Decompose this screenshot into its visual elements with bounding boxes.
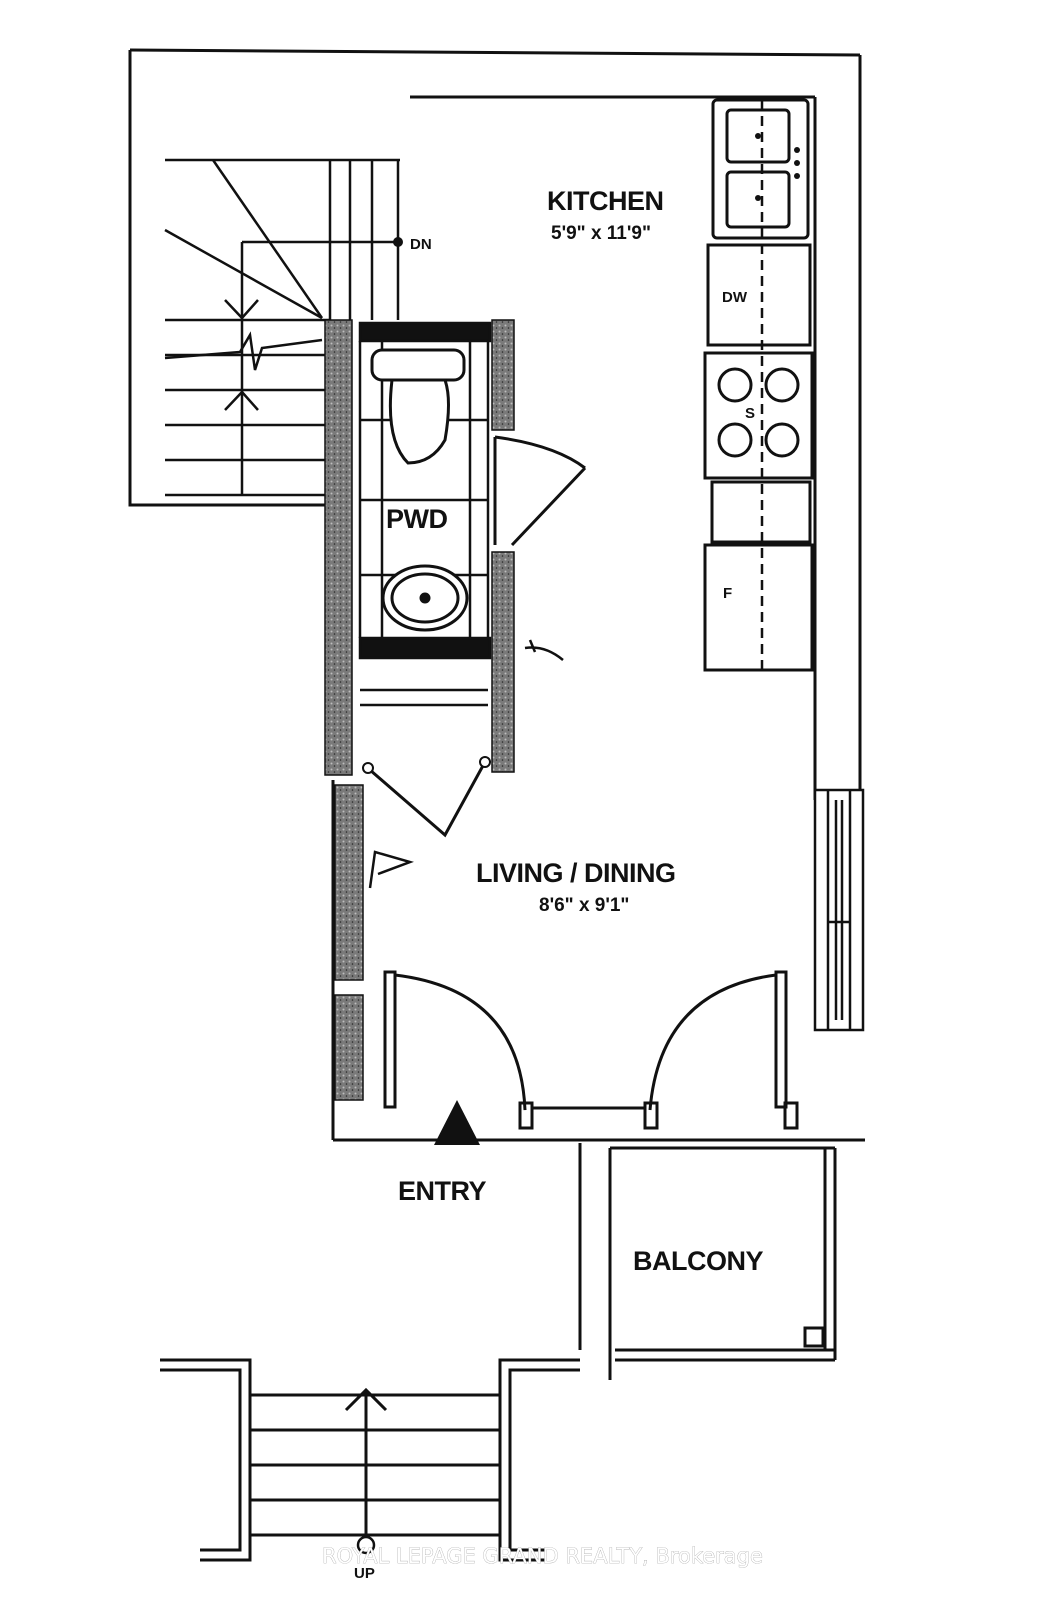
closet-pivot-left xyxy=(362,762,374,774)
stair-dn-marker xyxy=(393,237,403,247)
watermark: ROYAL LEPAGE GRAND REALTY, Brokerage xyxy=(322,1544,763,1568)
powder-room xyxy=(358,321,492,707)
entry-corridor-walls xyxy=(578,1143,612,1380)
closet-pivot-right xyxy=(479,756,491,768)
living-dining-label: LIVING / DINING xyxy=(476,858,676,888)
sink xyxy=(381,564,469,632)
living-dining-dimensions: 8'6" x 9'1" xyxy=(539,895,629,916)
fridge-label: F xyxy=(723,585,732,602)
window-right xyxy=(813,788,865,1032)
thick-walls xyxy=(324,319,515,1101)
balcony-door xyxy=(532,970,799,1130)
powder-door xyxy=(493,435,587,547)
kitchen-label: KITCHEN xyxy=(547,186,664,216)
stair-up-label: UP xyxy=(354,1565,375,1582)
switch-symbols xyxy=(368,639,564,889)
lower-stair xyxy=(160,1358,580,1562)
stove-burners xyxy=(717,367,800,458)
stair-up-marker xyxy=(356,1535,376,1555)
entry-door xyxy=(383,970,534,1130)
balcony-label: BALCONY xyxy=(633,1246,763,1276)
stove-label: S xyxy=(745,405,755,422)
dishwasher-label: DW xyxy=(722,289,748,306)
stair-dn-label: DN xyxy=(410,236,432,253)
kitchen-dimensions: 5'9" x 11'9" xyxy=(551,223,651,244)
main-entrance-marker xyxy=(434,1100,480,1145)
balcony xyxy=(610,1146,837,1362)
upper-stair xyxy=(164,158,400,497)
powder-room-label: PWD xyxy=(386,504,448,534)
kitchen-counter xyxy=(703,98,814,672)
closet-door xyxy=(369,761,487,838)
sink-faucet xyxy=(755,133,800,201)
toilet xyxy=(370,348,466,465)
outer-walls xyxy=(128,48,865,1142)
entry-label: ENTRY xyxy=(398,1176,486,1206)
